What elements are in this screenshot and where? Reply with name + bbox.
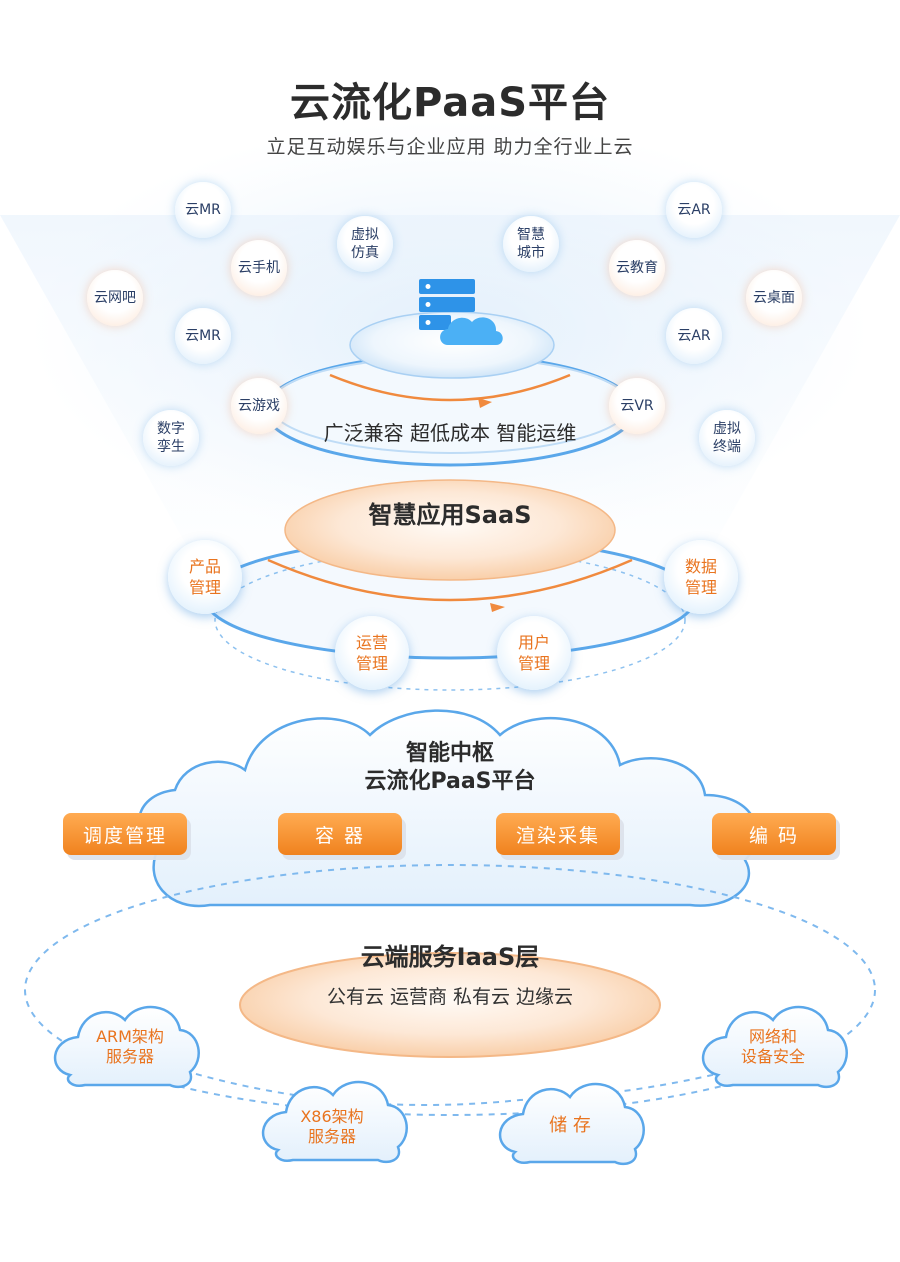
- app-bubble: 云MR: [175, 308, 231, 364]
- saas-module-operation: 运营管理: [335, 616, 409, 690]
- resource-storage: 储 存: [549, 1115, 591, 1136]
- paas-component-encoding: 编 码: [712, 813, 836, 855]
- resource-x86-server: X86架构服务器: [300, 1107, 364, 1146]
- app-bubble: 云AR: [666, 308, 722, 364]
- app-bubble: 云VR: [609, 378, 665, 434]
- resource-arm-server: ARM架构服务器: [96, 1027, 164, 1066]
- paas-layer-title-line1: 智能中枢: [405, 741, 494, 766]
- app-bubble: 云桌面: [746, 270, 802, 326]
- app-bubble: 云教育: [609, 240, 665, 296]
- saas-layer-title: 智慧应用SaaS: [368, 501, 532, 529]
- saas-module-product: 产品管理: [168, 540, 242, 614]
- resource-cloud-shapes: [53, 1005, 848, 1166]
- app-bubble: 智慧城市: [503, 216, 559, 272]
- paas-component-container: 容 器: [278, 813, 402, 855]
- app-bubble: 虚拟终端: [699, 410, 755, 466]
- paas-layer-title-line2: 云流化PaaS平台: [364, 769, 536, 794]
- app-bubble: 云游戏: [231, 378, 287, 434]
- saas-module-user: 用户管理: [497, 616, 571, 690]
- app-bubble: 云网吧: [87, 270, 143, 326]
- page-title: 云流化PaaS平台: [289, 80, 611, 126]
- iaas-layer-title: 云端服务IaaS层: [360, 943, 540, 971]
- app-bubble: 数字孪生: [143, 410, 199, 466]
- app-bubble: 云手机: [231, 240, 287, 296]
- saas-module-data: 数据管理: [664, 540, 738, 614]
- paas-component-scheduling: 调度管理: [63, 813, 187, 855]
- server-cloud-icon: [419, 279, 503, 345]
- page-subtitle: 立足互动娱乐与企业应用 助力全行业上云: [266, 136, 634, 158]
- resource-network-security: 网络和设备安全: [740, 1027, 805, 1066]
- iaas-cloud-types: 公有云 运营商 私有云 边缘云: [326, 986, 574, 1008]
- app-bubble: 虚拟仿真: [337, 216, 393, 272]
- platform-features: 广泛兼容 超低成本 智能运维: [323, 421, 577, 445]
- paas-component-render-capture: 渲染采集: [496, 813, 620, 855]
- app-bubble: 云MR: [175, 182, 231, 238]
- app-bubble: 云AR: [666, 182, 722, 238]
